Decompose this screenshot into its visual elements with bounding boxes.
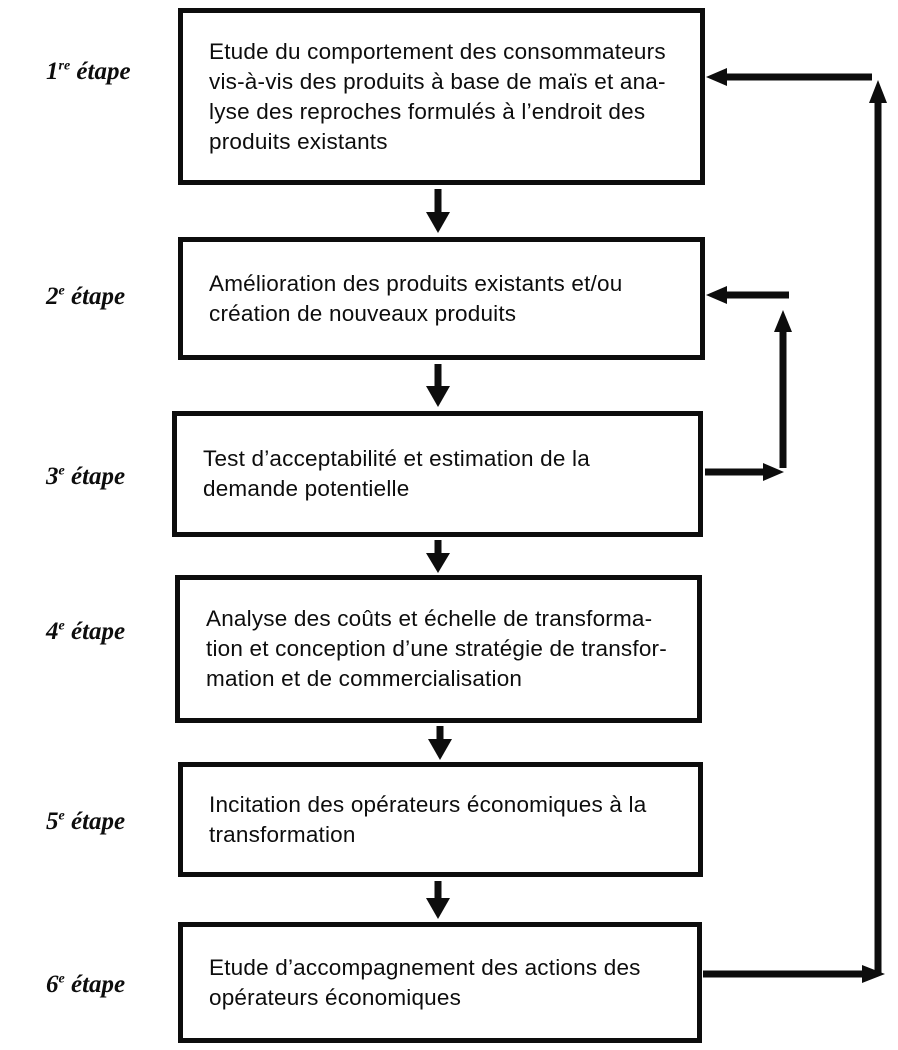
box-text-line: tion et conception d’une stratégie de tr… [206, 636, 667, 661]
box-text-line: Analyse des coûts et échelle de transfor… [206, 606, 653, 631]
box-text-line: Amélioration des produits existants et/o… [209, 270, 623, 296]
box-text-line: transformation [209, 821, 356, 847]
step-label-6: 6e étape [46, 971, 176, 999]
step-ordinal-suffix: re [58, 58, 71, 74]
down-arrow-1-head [426, 212, 450, 233]
step-box-1: Etude du comportement des consommateurs … [178, 8, 705, 185]
step-box-4: Analyse des coûts et échelle de transfor… [175, 575, 702, 723]
down-arrow-5-head [426, 898, 450, 919]
feedback-short-out-head [763, 463, 784, 481]
step-ordinal: 2 [46, 283, 59, 310]
step-box-6: Etude d’accompagnement des actions des o… [178, 922, 702, 1043]
step-word: étape [76, 58, 131, 85]
step-word: étape [70, 971, 126, 998]
step-word: étape [70, 618, 126, 645]
down-arrow-4-head [428, 739, 452, 760]
feedback-short-in-head [706, 286, 727, 304]
box-text-line: Test d’acceptabilité et estimation de la [203, 446, 590, 471]
arrow-heads [426, 68, 887, 983]
step-label-5: 5e étape [46, 808, 176, 836]
step-label-4: 4e étape [46, 618, 176, 646]
step-ordinal-suffix: e [58, 808, 65, 824]
step-ordinal: 4 [46, 618, 59, 645]
box-text-line: mation et de commercialisation [206, 666, 523, 691]
box-text-line: opérateurs économiques [209, 984, 462, 1010]
step-ordinal-suffix: e [58, 971, 65, 987]
step-box-5: Incitation des opérateurs économiques à … [178, 762, 703, 877]
box-text-line: Etude du comportement des consommateurs [209, 38, 666, 64]
step-word: étape [70, 463, 126, 490]
step-word: étape [70, 283, 126, 310]
step-ordinal-suffix: e [58, 618, 65, 634]
feedback-long-up-head [869, 80, 887, 103]
down-arrow-3-head [426, 553, 450, 573]
feedback-long-out-head [862, 965, 885, 983]
step-ordinal-suffix: e [58, 463, 65, 479]
step-label-1: 1re étape [46, 58, 176, 86]
box-text-line: lyse des reproches formulés à l’endroit … [209, 98, 646, 124]
step-ordinal: 3 [46, 463, 59, 490]
step-box-2: Amélioration des produits existants et/o… [178, 237, 705, 360]
box-text-line: produits existants [209, 128, 388, 154]
step-box-3: Test d’acceptabilité et estimation de la… [172, 411, 703, 537]
step-word: étape [70, 808, 126, 835]
step-ordinal: 6 [46, 971, 59, 998]
box-text-line: Etude d’accompagnement des actions des [209, 954, 641, 980]
step-ordinal-suffix: e [58, 283, 65, 299]
step-label-3: 3e étape [46, 463, 176, 491]
down-arrow-2-head [426, 386, 450, 407]
step-ordinal: 1 [46, 58, 59, 85]
step-label-2: 2e étape [46, 283, 176, 311]
box-text-line: demande potentielle [203, 476, 410, 501]
box-text-line: vis-à-vis des produits à base de maïs et… [209, 68, 666, 94]
arrow-strokes [434, 73, 882, 978]
step-ordinal: 5 [46, 808, 59, 835]
feedback-short-up-head [774, 310, 792, 332]
box-text-line: création de nouveaux produits [209, 300, 517, 326]
box-text-line: Incitation des opérateurs économiques à … [209, 791, 647, 817]
feedback-long-in-head [706, 68, 727, 86]
